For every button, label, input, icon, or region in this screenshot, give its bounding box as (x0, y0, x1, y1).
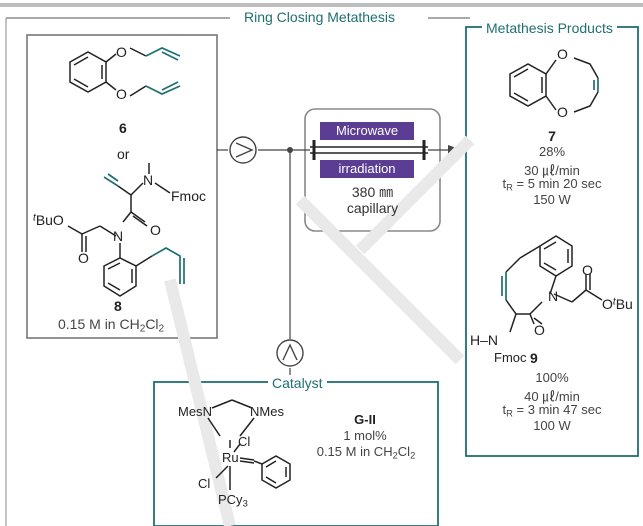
p7-oxygen-top: O (557, 46, 568, 62)
p9-o-ester: O (582, 262, 593, 278)
substrate-conc-cl: Cl (145, 316, 159, 332)
watermark-strokes (164, 135, 475, 526)
cat-pcy-sub: 3 (242, 498, 248, 509)
c8-o-amide: O (150, 222, 161, 238)
p9-o-amide: O (534, 322, 545, 338)
cat-conc-sub2: 2 (410, 450, 416, 461)
catalyst-structure (207, 399, 291, 490)
product-7-alkene (593, 78, 599, 92)
p7-flow: 30 ㎕/min (524, 163, 580, 178)
c8-tbuo: tBuO (33, 212, 64, 228)
or-text: or (117, 146, 130, 162)
p9-power: 100 W (533, 418, 571, 433)
products-title: Metathesis Products (482, 20, 617, 36)
cat-conc-sub1: 2 (392, 450, 398, 461)
c8-n-methyl: N (143, 172, 154, 188)
product-7-structure (509, 57, 599, 113)
c6-oxygen-bottom: O (116, 86, 127, 102)
p7-power: 150 W (533, 192, 571, 207)
compound-6-allyl (145, 47, 181, 95)
substrate-conc-text: 0.15 M in CH (58, 316, 140, 332)
compound-6-structure (69, 47, 147, 97)
cat-cl-bottom: Cl (198, 476, 211, 491)
substrate-conc-sub2: 2 (158, 323, 165, 335)
p9-retention: tR = 3 min 47 sec (466, 402, 638, 418)
cat-pcy3: PCy3 (218, 492, 248, 508)
compound-6-label: 6 (119, 120, 127, 136)
cat-conc-text: 0.15 M in CH (316, 444, 393, 459)
cat-nmes-right: NMes (250, 404, 284, 419)
cat-ru: Ru (222, 450, 239, 465)
p7-yield: 28% (538, 144, 566, 159)
header-title: Ring Closing Metathesis (240, 9, 399, 25)
p7-oxygen-bottom: O (557, 104, 568, 120)
p9-o-tbu-o: O (602, 296, 613, 312)
p9-tr-sub: R (506, 408, 513, 419)
p9-tr-rest: = 3 min 47 sec (512, 402, 602, 417)
c8-fmoc: Fmoc (171, 188, 206, 204)
substrate-box (26, 34, 218, 339)
mixing-junction (287, 147, 293, 153)
cat-mes-left: MesN (178, 404, 212, 419)
irradiation-label: irradiation (320, 160, 414, 178)
p9-flow: 40 ㎕/min (524, 389, 580, 404)
cat-n-left: N (202, 404, 212, 419)
substrate-conc-sub1: 2 (139, 323, 146, 335)
c8-o-ester: O (78, 250, 89, 266)
cat-cl-top: Cl (238, 434, 251, 449)
compound-8-alkenes (103, 173, 185, 284)
substrate-conditions: 0.15 M in CH2Cl2 (58, 316, 164, 335)
p9-tr-t: t (502, 402, 507, 417)
c8-tbu-prefix: t (33, 212, 36, 224)
pump-substrate-arrow (235, 142, 254, 158)
p7-retention: tR = 5 min 20 sec (466, 176, 638, 192)
compound-8-structure (67, 163, 171, 297)
c8-tbuo-text: BuO (35, 212, 64, 228)
p7-tr-rest: = 5 min 20 sec (512, 176, 602, 191)
p9-o-tbu: OtBu (602, 296, 633, 312)
product-7-label: 7 (548, 128, 556, 144)
c8-n-amide: N (113, 228, 124, 244)
p7-tr-t: t (502, 176, 507, 191)
catalyst-loading: 1 mol% (343, 428, 387, 443)
p9-tbu: Bu (615, 296, 633, 312)
catalyst-name: G-II (354, 412, 376, 427)
pump-catalyst-arrow (282, 343, 298, 361)
p9-tbu-prefix: t (612, 296, 616, 308)
product-9-structure (505, 235, 603, 333)
p9-fmoc: Fmoc (494, 350, 527, 365)
p7-tr-sub: R (506, 182, 513, 193)
capillary-type: capillary (346, 200, 399, 216)
cat-pcy-text: PCy (218, 492, 243, 507)
c6-oxygen-top: O (116, 44, 127, 60)
compound-8-label: 8 (114, 298, 122, 314)
microwave-label: Microwave (320, 122, 414, 140)
capillary-length: 380 ㎜ (351, 184, 394, 200)
p9-n: N (548, 288, 559, 304)
product-9-label: 9 (530, 350, 538, 366)
catalyst-concentration: 0.15 M in CH2Cl2 (296, 444, 436, 460)
p9-hn: H–N (470, 332, 499, 348)
catalyst-title: Catalyst (268, 375, 327, 391)
p9-yield: 100% (535, 370, 569, 385)
product-9-alkene (501, 272, 507, 300)
cat-conc-cl: Cl (397, 444, 411, 459)
cat-mes-left-text: Mes (178, 404, 203, 419)
